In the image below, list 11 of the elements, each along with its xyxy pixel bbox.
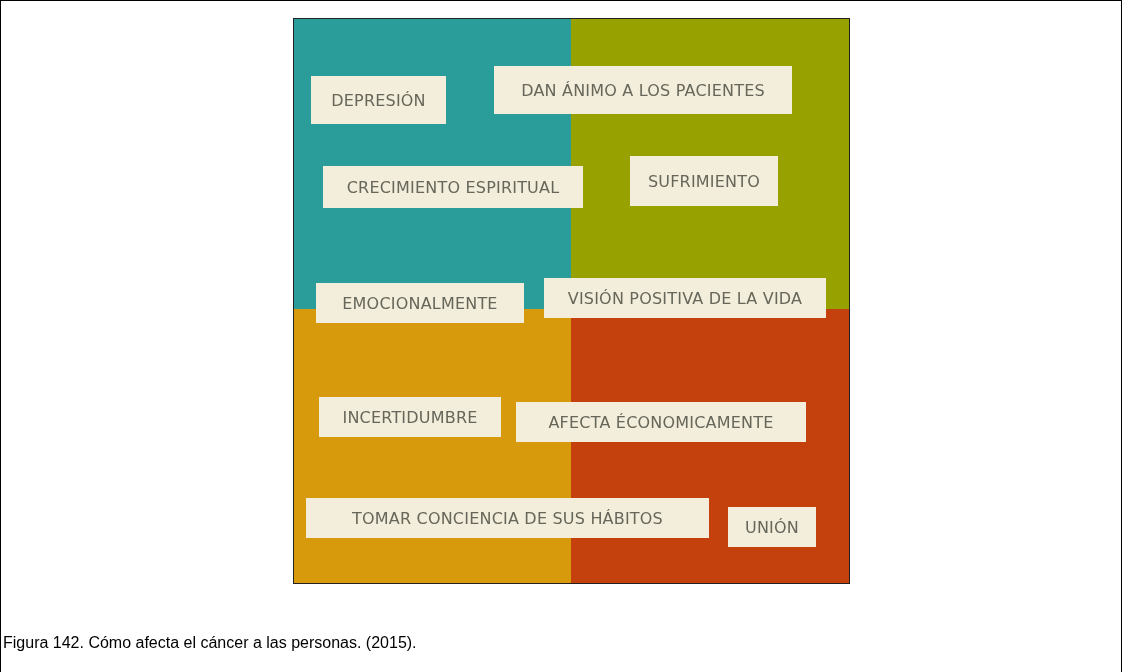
label-card: DEPRESIÓN	[311, 76, 446, 124]
label-card: SUFRIMIENTO	[630, 156, 778, 206]
label-card: EMOCIONALMENTE	[316, 283, 524, 323]
label-card: AFECTA ÉCONOMICAMENTE	[516, 402, 806, 442]
label-card: UNIÓN	[728, 507, 816, 547]
figure-caption: Figura 142. Cómo afecta el cáncer a las personas. (2015).	[3, 634, 417, 652]
label-card: INCERTIDUMBRE	[319, 397, 501, 437]
label-card: VISIÓN POSITIVA DE LA VIDA	[544, 278, 826, 318]
label-card: DAN ÁNIMO A LOS PACIENTES	[494, 66, 792, 114]
label-card: TOMAR CONCIENCIA DE SUS HÁBITOS	[306, 498, 709, 538]
label-card: CRECIMIENTO ESPIRITUAL	[323, 166, 583, 208]
